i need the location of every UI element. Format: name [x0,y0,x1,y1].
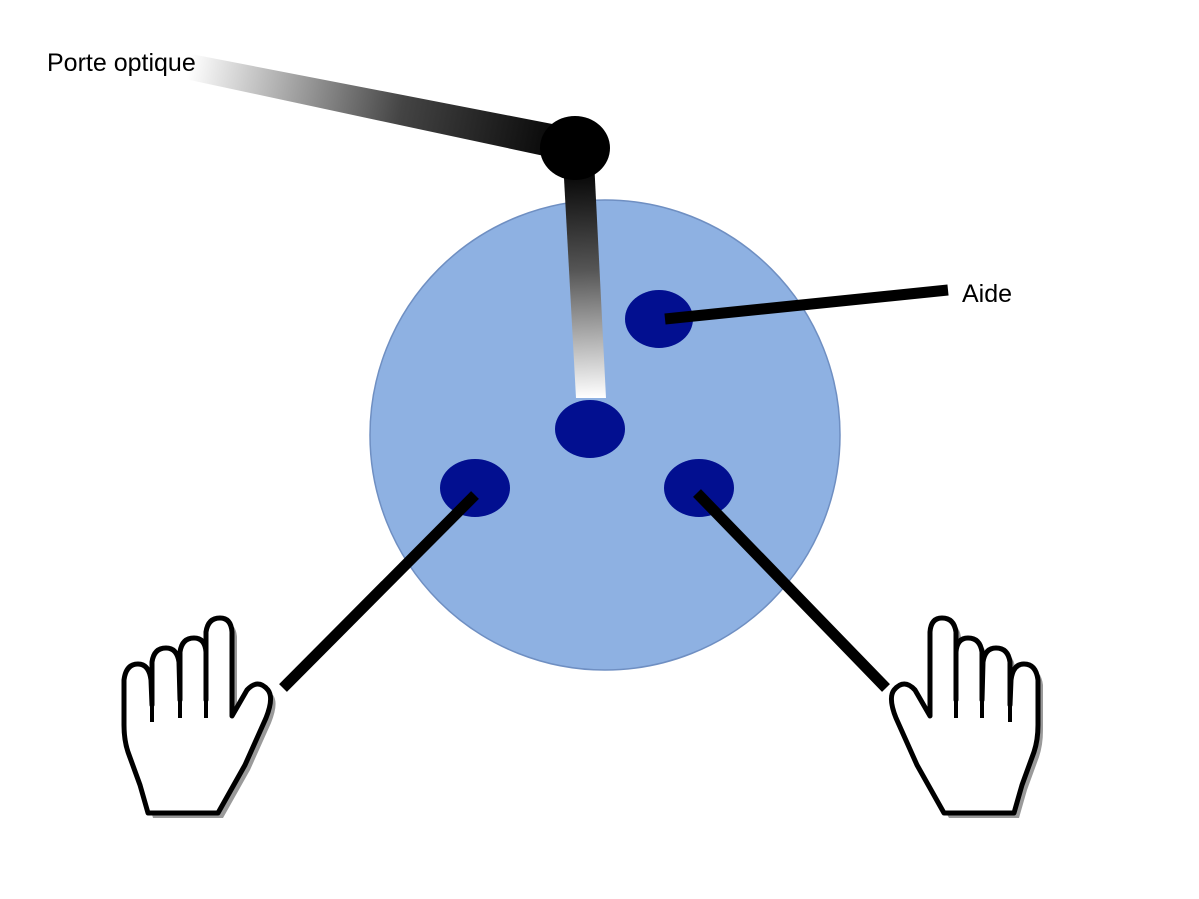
optical-cable-lower [563,160,606,398]
left-hand-icon [121,615,276,818]
helper-leader-line [664,284,949,325]
position-left [440,459,510,517]
position-center [555,400,625,458]
right-hand-icon [888,615,1043,818]
optical-cable-upper [185,54,573,160]
position-helper [625,290,693,348]
position-right [664,459,734,517]
optical-port-joint [540,116,610,180]
right-hand-leader-line [693,489,890,692]
optical-port-label: Porte optique [47,49,196,77]
helper-label: Aide [962,280,1012,308]
left-hand-leader-line [279,491,479,692]
